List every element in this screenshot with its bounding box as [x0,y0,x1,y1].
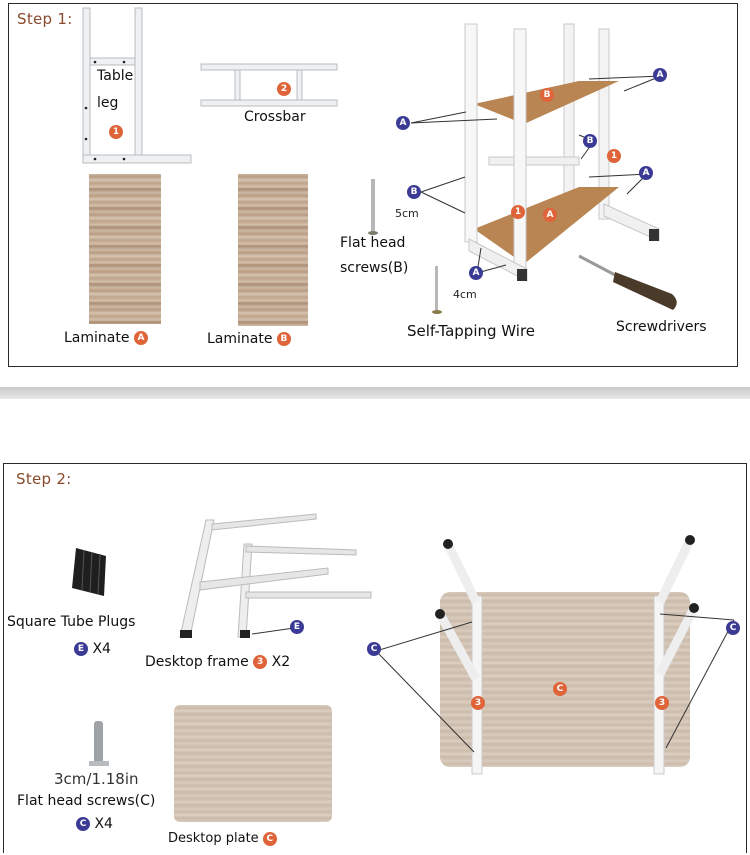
laminate-a-label: Laminate A [64,330,148,346]
callout-a-2: A [396,116,410,130]
diagram-badge-a: A [543,208,557,222]
diagram-badge-b: B [540,88,554,102]
step2-assembly-diagram [375,535,735,775]
diagram-badge-3-right: 3 [655,696,669,710]
desktop-plate-label: Desktop plate C [168,831,277,846]
callout-b-2: B [407,185,421,199]
screw-c-size: 3cm/1.18in [54,770,139,788]
callout-c-right: C [726,621,740,635]
step2-title: Step 2: [16,470,72,488]
table-leg-badge: 1 [109,125,123,139]
square-tube-plug-icon [72,548,106,596]
laminate-a-image [89,174,161,324]
screw-b-size: 5cm [395,207,419,220]
table-leg-label-1: Table [97,68,134,84]
table-leg-label-2: leg [97,95,119,111]
screw-c-icon [89,721,109,766]
self-tapping-wire-label: Self-Tapping Wire [407,322,536,340]
callout-a-4: A [469,266,483,280]
desktop-plate-image [174,705,332,822]
callout-a-3: A [639,166,653,180]
screw-b-label-2: screws(B) [340,260,409,276]
screwdriver-icon [578,254,677,310]
desktop-plate-badge: C [262,831,277,846]
laminate-b-label: Laminate B [207,331,291,347]
screw-b-label-1: Flat head [340,235,406,251]
laminate-b-image [238,174,308,326]
step2-panel: Step 2: Square Tube Plugs E X4 E Desktop… [3,463,747,853]
callout-c-left: C [367,642,381,656]
step1-panel: Step 1: Table leg 1 2 Crossbar Laminate … [8,3,738,367]
step1-assembly-diagram [410,23,662,282]
screwdrivers-label: Screwdrivers [616,319,707,335]
callout-a-1: A [653,68,667,82]
screw-b-icon [368,179,378,235]
crossbar-illustration [200,63,338,107]
laminate-a-badge: A [133,331,148,345]
section-divider [0,387,750,399]
table-leg-illustration [82,7,192,164]
screw-c-badge: C [76,817,90,831]
square-tube-plugs-label: Square Tube Plugs [7,614,136,630]
plugs-badge: E [74,642,88,656]
diagram-badge-1-left: 1 [511,205,525,219]
screw-c-qty: C X4 [76,816,113,832]
diagram-badge-c: C [553,682,567,696]
self-tapping-wire-icon [432,266,442,314]
desktop-frame-illustration [179,513,372,638]
screw-c-label: Flat head screws(C) [17,793,156,809]
step1-title: Step 1: [17,10,73,28]
laminate-b-badge: B [276,332,291,346]
crossbar-label: Crossbar [244,109,306,125]
frame-callout-e: E [290,620,304,634]
square-tube-plugs-qty: E X4 [74,641,111,657]
diagram-badge-3-left: 3 [471,696,485,710]
callout-b-1: B [583,134,597,148]
diagram-badge-1-right: 1 [607,149,621,163]
crossbar-badge: 2 [277,82,291,96]
desktop-frame-label: Desktop frame 3 X2 [145,654,291,670]
frame-badge: 3 [253,655,268,669]
self-tapping-wire-size: 4cm [453,288,477,301]
